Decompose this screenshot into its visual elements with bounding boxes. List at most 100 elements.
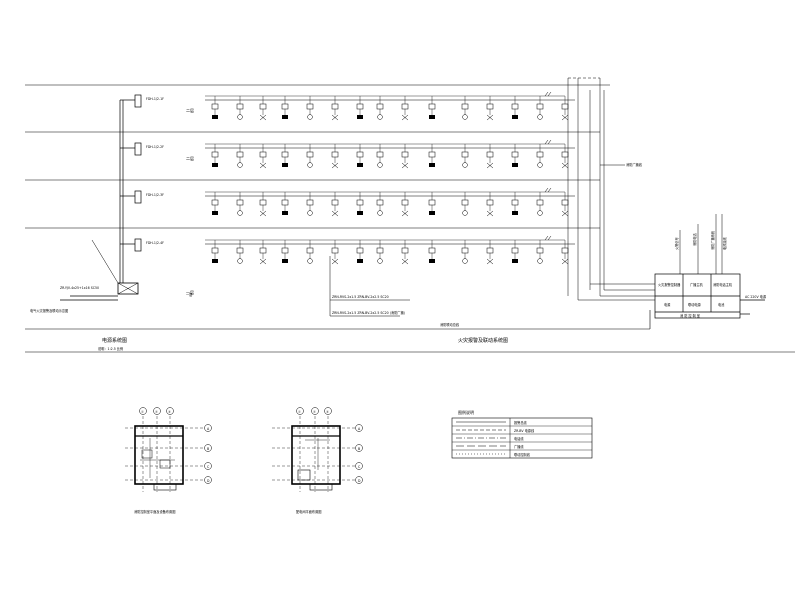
device-symbol bbox=[376, 240, 384, 264]
device-row bbox=[205, 187, 575, 217]
device-symbol bbox=[356, 96, 364, 119]
device-symbol bbox=[401, 96, 409, 121]
floor-lines bbox=[25, 84, 610, 229]
device-row bbox=[205, 139, 575, 169]
riser-title: 火灾报警及联动系统图 bbox=[458, 337, 508, 344]
device-symbol bbox=[486, 192, 494, 217]
legend-desc: 电话线 bbox=[514, 436, 524, 441]
device-symbol bbox=[561, 192, 569, 217]
device-symbol bbox=[376, 192, 384, 216]
device-symbol bbox=[428, 192, 436, 215]
legend: 图例说明 报警总线 ZR-BV 电源线 电话线 广播线 联动控制线 bbox=[451, 409, 593, 459]
panel-input: 火警信号 bbox=[674, 237, 679, 250]
device-symbol bbox=[511, 96, 519, 119]
device-symbol bbox=[401, 192, 409, 217]
grid-label: ② bbox=[313, 410, 316, 414]
panel-cell: 火灾报警控制器 bbox=[658, 282, 681, 287]
panel-input: 消防广播系统 bbox=[710, 230, 715, 250]
grid-label: B bbox=[358, 447, 360, 451]
device-symbol bbox=[281, 144, 289, 167]
grid-label: C bbox=[358, 465, 361, 469]
device-symbol bbox=[306, 96, 314, 120]
grid-label: ① bbox=[141, 410, 144, 414]
device-symbol bbox=[486, 96, 494, 121]
floor-panels: FDH-1/2-1F FDH-1/2-2F FDH-1/2-3F FDH-1/2… bbox=[134, 94, 164, 252]
device-symbol bbox=[511, 144, 519, 167]
device-symbol bbox=[376, 144, 384, 168]
device-symbol bbox=[236, 192, 244, 216]
plan-1-grid-labels: ① ② ③ A B C D 消防控制室平面及设备布置图 bbox=[134, 410, 210, 514]
cable-note: ZRN-RVS-2x1.5 ZRN-BV-2x2.5 SC20 (消防广播) bbox=[332, 310, 405, 315]
panel-label: FDH-1/2-2F bbox=[146, 145, 164, 149]
power-title: 电源系统图 bbox=[102, 337, 127, 344]
device-symbol bbox=[561, 240, 569, 265]
device-row bbox=[205, 235, 575, 265]
right-buses bbox=[567, 77, 655, 301]
bus-label: 消防联动总线 bbox=[440, 322, 460, 327]
legend-desc: ZR-BV 电源线 bbox=[514, 428, 535, 433]
control-panel-box bbox=[654, 273, 765, 319]
panel-caption: 消 防 控 制 室 bbox=[680, 313, 700, 318]
cable-notes bbox=[329, 256, 410, 317]
panel-cell: 电源 bbox=[664, 302, 671, 307]
floor-tag: 一层 bbox=[186, 289, 194, 295]
floor-tag: 二层 bbox=[186, 155, 194, 161]
legend-desc: 广播线 bbox=[514, 444, 524, 449]
cable-note: ZRN-RVS-2x1.5 ZRN-BV-2x2.5 SC20 bbox=[332, 295, 389, 299]
floor-label: 一层 bbox=[186, 292, 192, 297]
main-box-note: ZR-YJV-4x25+1x16 SC50 bbox=[60, 286, 99, 290]
legend-desc: 联动控制线 bbox=[514, 452, 531, 457]
device-symbol bbox=[461, 240, 469, 264]
device-symbol bbox=[461, 192, 469, 216]
grid-label: ③ bbox=[168, 410, 171, 414]
device-symbol bbox=[536, 192, 544, 216]
device-symbol bbox=[211, 144, 219, 167]
device-symbol bbox=[356, 144, 364, 167]
device-symbol bbox=[561, 144, 569, 169]
floor-panel: FDH-1/2-4F bbox=[134, 238, 164, 252]
panel-cell: 消防电话主机 bbox=[713, 282, 733, 287]
panel-feed: AC 220V 电源 bbox=[745, 294, 767, 299]
device-symbol bbox=[536, 96, 544, 120]
floor-plan-1 bbox=[125, 407, 212, 492]
device-symbol bbox=[511, 192, 519, 215]
grid-label: ① bbox=[298, 410, 301, 414]
device-symbol bbox=[331, 144, 339, 169]
device-symbol bbox=[259, 144, 267, 169]
bottom-bus bbox=[25, 310, 795, 353]
device-symbol bbox=[306, 144, 314, 168]
grid-label: ③ bbox=[326, 410, 329, 414]
plan-caption: 消防控制室平面及设备布置图 bbox=[134, 509, 175, 514]
device-symbol bbox=[461, 144, 469, 168]
device-symbol bbox=[306, 240, 314, 264]
plan-caption: 配电间平面布置图 bbox=[296, 509, 322, 514]
panel-label: FDH-1/2-4F bbox=[146, 241, 164, 245]
panel-cell: 广播主机 bbox=[690, 282, 704, 287]
grid-label: A bbox=[207, 427, 210, 431]
device-symbol bbox=[486, 240, 494, 265]
panel-cell: 联动电源 bbox=[688, 302, 702, 307]
floor-tag: 二层 bbox=[186, 107, 194, 113]
panel-label: FDH-1/2-3F bbox=[146, 193, 164, 197]
legend-desc: 报警总线 bbox=[514, 420, 528, 425]
device-symbol bbox=[259, 192, 267, 217]
device-symbol bbox=[236, 240, 244, 264]
device-symbol bbox=[236, 144, 244, 168]
main-incoming-box: ZR-YJV-4x25+1x16 SC50 bbox=[60, 239, 139, 295]
panel-label: FDH-1/2-1F bbox=[146, 97, 164, 101]
device-symbol bbox=[281, 192, 289, 215]
device-symbol bbox=[331, 192, 339, 217]
device-symbol bbox=[401, 240, 409, 265]
device-symbol bbox=[511, 240, 519, 263]
floor-plan-2 bbox=[272, 407, 363, 492]
power-subtitle: 说明：1:2.5 比例 bbox=[98, 346, 123, 351]
panel-inputs bbox=[679, 214, 723, 274]
floor-tags: 二层 二层 一层 bbox=[186, 107, 194, 295]
device-symbol bbox=[356, 240, 364, 263]
device-symbol bbox=[281, 240, 289, 263]
device-symbol bbox=[331, 240, 339, 265]
device-symbol bbox=[428, 144, 436, 167]
device-symbol bbox=[259, 240, 267, 265]
panel-input: 电源接线 bbox=[722, 236, 727, 250]
